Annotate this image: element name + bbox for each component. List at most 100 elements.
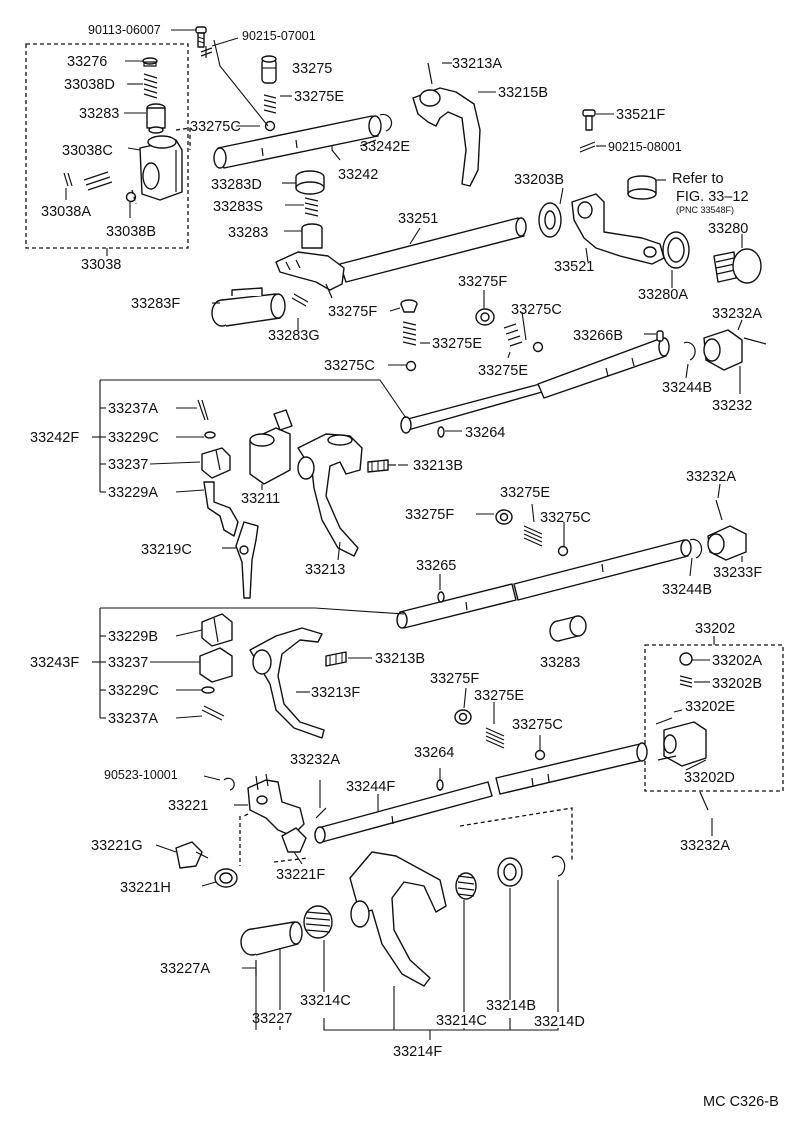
pin-33202E	[655, 717, 673, 725]
refer-line1: Refer to	[672, 171, 724, 187]
cap-33275F-left	[400, 299, 418, 313]
label-33275E-e: 33275E	[474, 688, 524, 704]
label-90113-06007: 90113-06007	[88, 23, 161, 37]
label-33251: 33251	[398, 211, 438, 227]
plug-33221G	[175, 841, 209, 869]
part-drawings	[25, 26, 784, 987]
ball-33038B	[125, 191, 137, 203]
part-33283F	[211, 287, 286, 327]
label-33242E: 33242E	[360, 139, 410, 155]
label-33232A-a: 33232A	[712, 306, 762, 322]
cap-33283D	[295, 170, 325, 195]
rod-33251	[339, 217, 527, 283]
label-33275C-b: 33275C	[511, 302, 562, 318]
label-33275C: 33275C	[190, 119, 241, 135]
label-33242: 33242	[338, 167, 378, 183]
label-33521F: 33521F	[616, 107, 665, 123]
ring-33280A	[662, 231, 690, 269]
spring-33038D	[143, 73, 158, 99]
spring-33214C-right	[455, 872, 477, 900]
label-33283S: 33283S	[213, 199, 263, 215]
label-33221G: 33221G	[91, 838, 143, 854]
leader-lines	[65, 29, 743, 1040]
spring-33283S	[304, 197, 319, 217]
ball-33275C-right	[532, 341, 544, 353]
label-90215-07001: 90215-07001	[242, 29, 316, 43]
label-33244F: 33244F	[346, 779, 395, 795]
label-33221: 33221	[168, 798, 208, 814]
pin-90215-08001	[579, 141, 596, 153]
label-33275: 33275	[292, 61, 332, 77]
ball-33275C-third	[534, 749, 546, 761]
label-33283-mid: 33283	[228, 225, 268, 241]
lever-33219C	[235, 521, 259, 599]
label-33275C-d: 33275C	[540, 510, 591, 526]
label-33275E-c: 33275E	[478, 363, 528, 379]
label-33237A-b: 33237A	[108, 711, 158, 727]
spring-33275E-second	[523, 525, 543, 547]
label-33038B: 33038B	[106, 224, 156, 240]
label-33275E-d: 33275E	[500, 485, 550, 501]
bolt-33213B-lower	[325, 651, 347, 667]
label-33264-a: 33264	[465, 425, 505, 441]
part-33233F	[707, 525, 747, 561]
label-33232A-c: 33232A	[290, 752, 340, 768]
label-33213F: 33213F	[311, 685, 360, 701]
label-33280A: 33280A	[638, 287, 688, 303]
label-33202: 33202	[695, 621, 735, 637]
ball-33275C	[264, 120, 276, 132]
part-33275	[261, 55, 277, 84]
plug-33280	[713, 248, 762, 284]
label-33214D: 33214D	[534, 1014, 585, 1030]
bracket-33521	[571, 193, 665, 265]
ring-33221H	[214, 868, 238, 888]
label-33283D: 33283D	[211, 177, 262, 193]
label-33242F: 33242F	[30, 430, 79, 446]
label-33283F: 33283F	[131, 296, 180, 312]
part-refer	[627, 175, 657, 200]
shift-head-33251	[275, 251, 345, 299]
part-33283-lower	[549, 615, 587, 642]
ball-33275C-mid	[405, 360, 417, 372]
label-33202A: 33202A	[712, 653, 762, 669]
pin-33038A	[63, 172, 73, 187]
label-33038C: 33038C	[62, 143, 113, 159]
refer-line3: (PNC 33548F)	[676, 205, 734, 215]
label-33275F-d: 33275F	[430, 671, 479, 687]
pin-33264-lower	[436, 779, 444, 791]
spring-33275E-mid	[402, 321, 417, 346]
part-33232	[703, 329, 743, 371]
label-33275F-a: 33275F	[328, 304, 377, 320]
pin-33266B	[656, 330, 664, 342]
part-33237-upper	[201, 447, 231, 479]
cap-33275F-right	[475, 308, 495, 326]
label-33202D: 33202D	[684, 770, 735, 786]
label-33521: 33521	[554, 259, 594, 275]
label-33244B-b: 33244B	[662, 582, 712, 598]
label-33221F: 33221F	[276, 867, 325, 883]
assembly-box-33202	[644, 644, 784, 792]
fork-33213	[297, 433, 363, 557]
pin-90215-07001	[200, 46, 213, 58]
label-33265: 33265	[416, 558, 456, 574]
label-90523-10001: 90523-10001	[104, 768, 178, 782]
clip-90523-10001	[223, 777, 235, 791]
pin-33264-upper	[437, 426, 445, 438]
label-33233F: 33233F	[713, 565, 762, 581]
bolt-33213B-upper	[367, 459, 396, 473]
pin-33237A-upper	[197, 399, 209, 421]
pin-33283G	[291, 293, 309, 307]
part-33283-small	[146, 103, 166, 134]
cap-33275F-second	[495, 509, 513, 525]
snap-ring-33214D	[551, 855, 566, 877]
part-33229B	[201, 613, 233, 647]
housing-33038C	[139, 135, 183, 201]
label-33203B: 33203B	[514, 172, 564, 188]
label-33038: 33038	[81, 257, 121, 273]
label-33232A-d: 33232A	[680, 838, 730, 854]
rod-33242	[213, 115, 382, 169]
label-33229C-b: 33229C	[108, 683, 159, 699]
label-33202B: 33202B	[712, 676, 762, 692]
pin-33237A-lower	[201, 705, 225, 721]
